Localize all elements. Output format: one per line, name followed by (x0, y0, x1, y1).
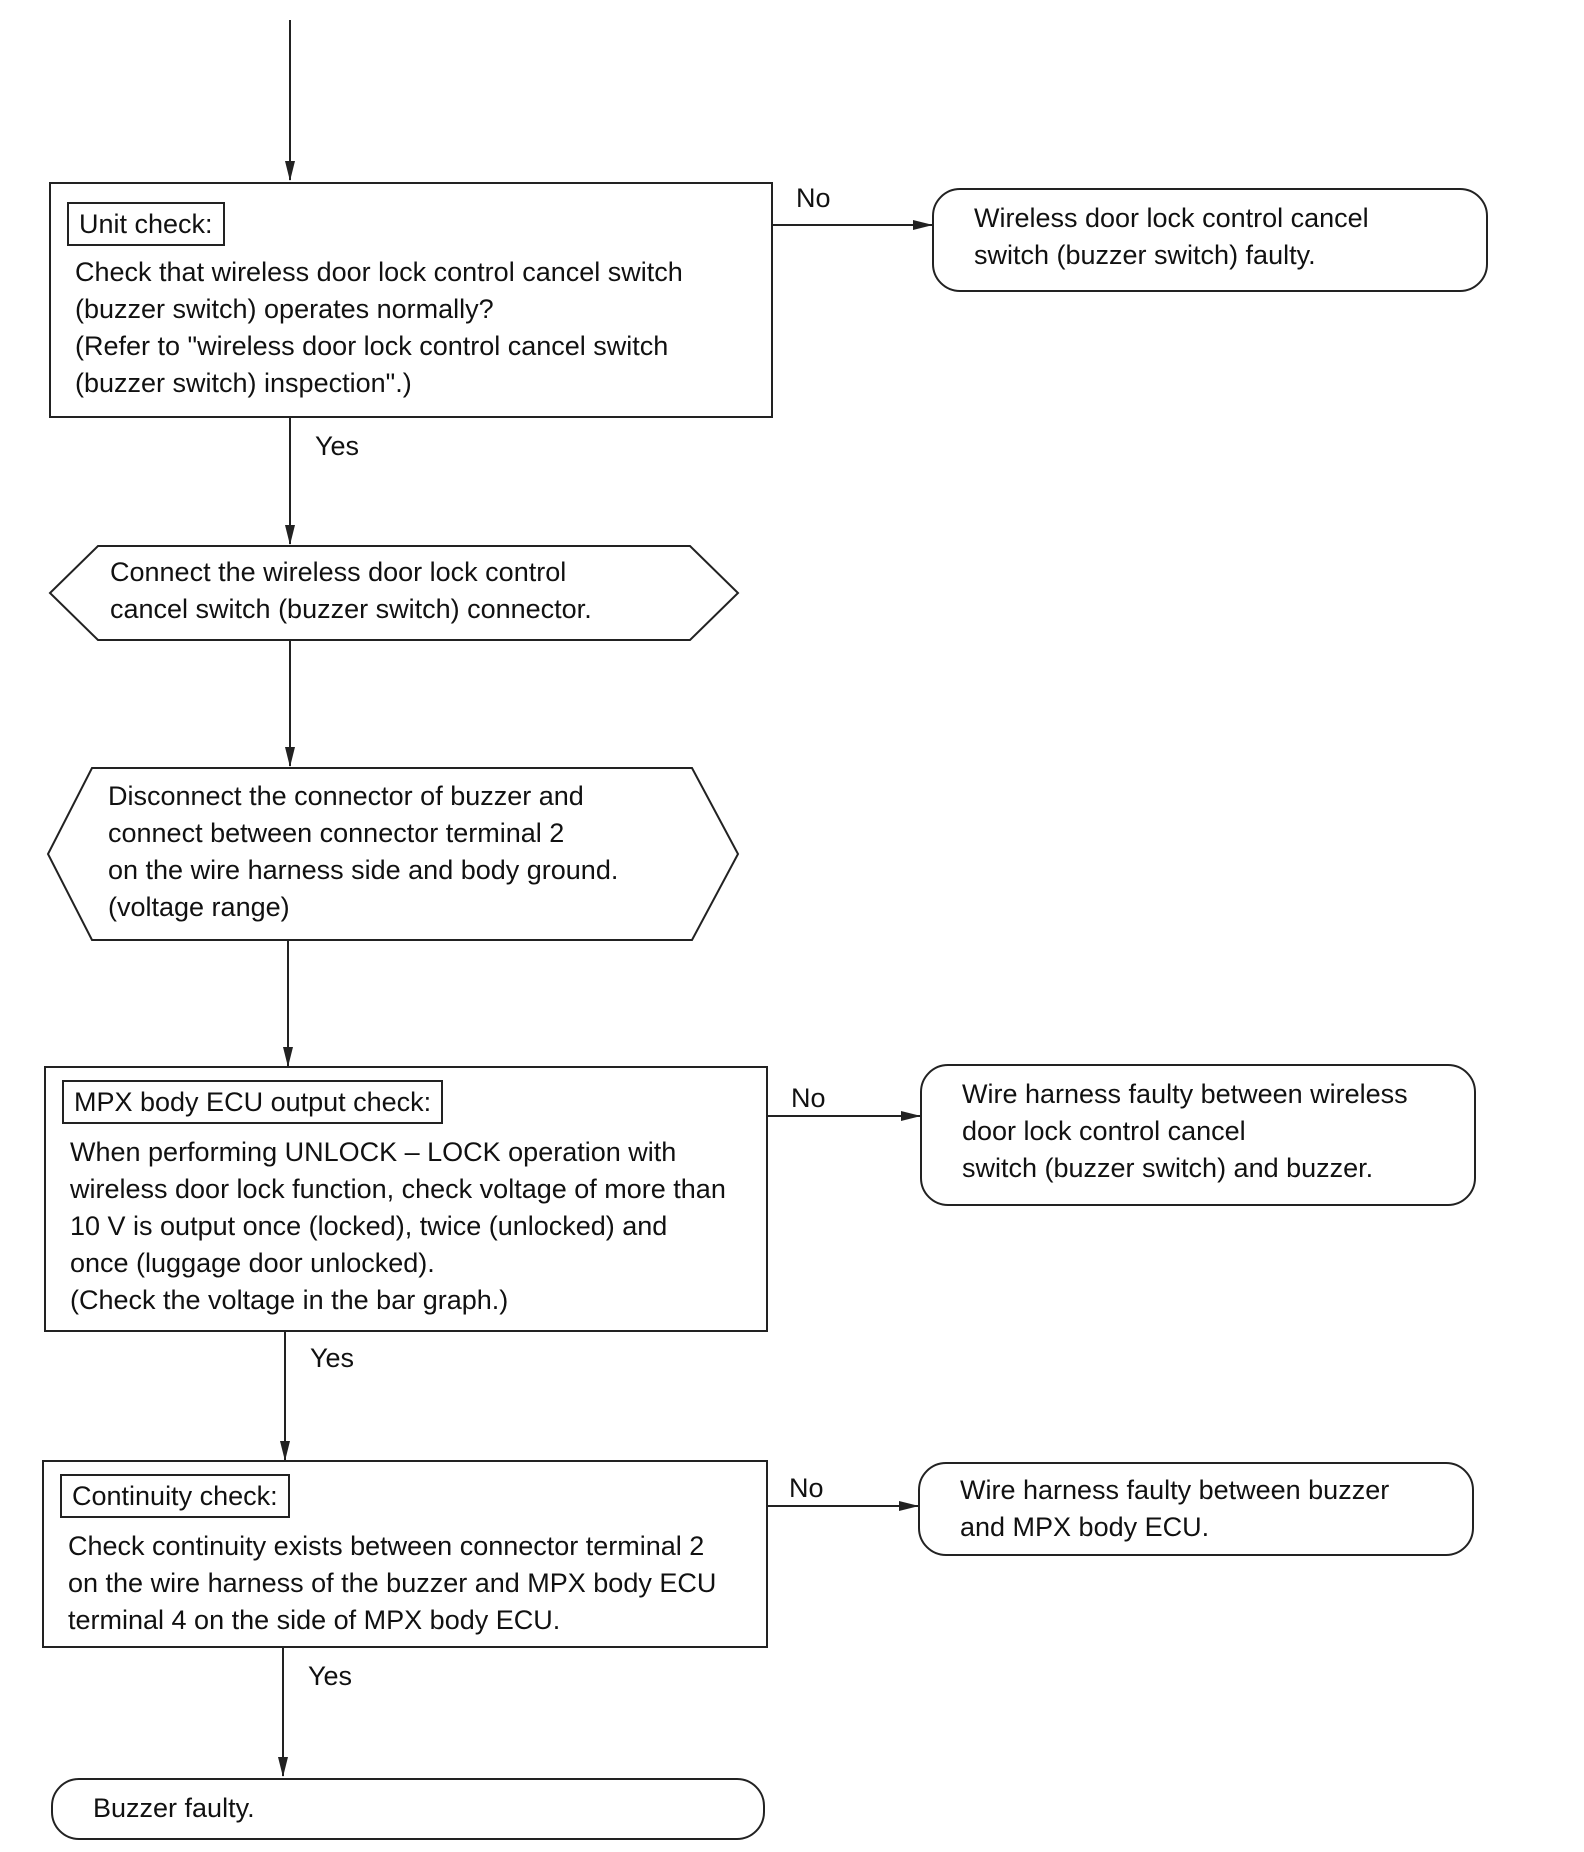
mpx-no-label: No (791, 1083, 826, 1113)
mpx-yes-label: Yes (310, 1343, 355, 1373)
result-harness-switch-buzzer-text: Wire harness faulty between wireless doo… (962, 1079, 1408, 1183)
result-switch-faulty-text: Wireless door lock control cancel switch… (974, 203, 1369, 270)
mpx-check-text: When performing UNLOCK – LOCK operation … (70, 1137, 726, 1315)
continuity-yes-label: Yes (308, 1661, 353, 1691)
unit-check-yes-label: Yes (315, 431, 360, 461)
result-harness-switch-buzzer: Wire harness faulty between wireless doo… (920, 1064, 1476, 1206)
mpx-check-tag: MPX body ECU output check: (62, 1080, 444, 1124)
disconnect-step-hexagon: Disconnect the connector of buzzer and c… (46, 766, 740, 942)
unit-check-tag: Unit check: (67, 202, 225, 246)
continuity-no-label: No (789, 1473, 824, 1503)
result-harness-buzzer-ecu: Wire harness faulty between buzzer and M… (918, 1462, 1474, 1556)
connect-step-text: Connect the wireless door lock control c… (110, 557, 592, 624)
unit-check-box: Unit check: Check that wireless door loc… (49, 182, 773, 418)
mpx-check-box: MPX body ECU output check: When performi… (44, 1066, 768, 1332)
connect-step-hexagon: Connect the wireless door lock control c… (48, 544, 740, 642)
continuity-check-text: Check continuity exists between connecto… (68, 1531, 717, 1635)
disconnect-step-text: Disconnect the connector of buzzer and c… (108, 781, 619, 922)
continuity-check-tag: Continuity check: (60, 1474, 290, 1518)
result-buzzer-faulty-text: Buzzer faulty. (93, 1793, 255, 1823)
result-switch-faulty: Wireless door lock control cancel switch… (932, 188, 1488, 292)
result-harness-buzzer-ecu-text: Wire harness faulty between buzzer and M… (960, 1475, 1390, 1542)
result-buzzer-faulty: Buzzer faulty. (51, 1778, 765, 1840)
continuity-check-box: Continuity check: Check continuity exist… (42, 1460, 768, 1648)
unit-check-text: Check that wireless door lock control ca… (75, 257, 683, 398)
unit-check-no-label: No (796, 183, 831, 213)
